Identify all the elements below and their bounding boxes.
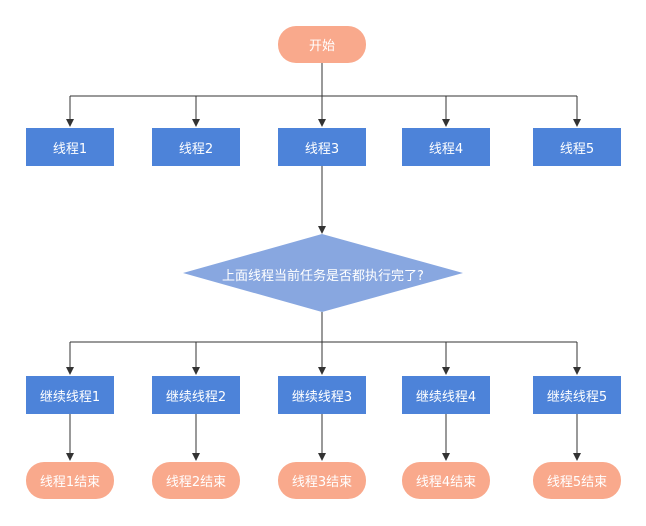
start-node[interactable]: 开始 — [278, 26, 366, 63]
decision-label: 上面线程当前任务是否都执行完了? — [222, 268, 424, 284]
thread-node-2[interactable]: 线程2 — [152, 128, 240, 166]
decision-diamond — [183, 234, 463, 312]
thread-node-4[interactable]: 线程4 — [402, 128, 490, 166]
end-node-label: 线程1结束 — [39, 475, 101, 490]
continue-node-label: 继续线程5 — [546, 389, 608, 405]
thread-node-label: 线程4 — [428, 141, 464, 157]
end-node-3[interactable]: 线程3结束 — [278, 462, 366, 499]
continue-node-4[interactable]: 继续线程4 — [402, 376, 490, 414]
continue-node-label: 继续线程4 — [415, 389, 477, 405]
thread-node-3[interactable]: 线程3 — [278, 128, 366, 166]
thread-node-label: 线程5 — [559, 141, 595, 157]
continue-node-2[interactable]: 继续线程2 — [152, 376, 240, 414]
continue-node-5[interactable]: 继续线程5 — [533, 376, 621, 414]
end-node-label: 线程5结束 — [546, 475, 608, 490]
continue-node-label: 继续线程1 — [39, 389, 101, 405]
thread-node-1[interactable]: 线程1 — [26, 128, 114, 166]
start-node-label: 开始 — [308, 39, 335, 54]
continue-node-label: 继续线程2 — [165, 389, 227, 405]
end-node-label: 线程3结束 — [291, 475, 353, 490]
end-node-4[interactable]: 线程4结束 — [402, 462, 490, 499]
end-node-1[interactable]: 线程1结束 — [26, 462, 114, 499]
end-node-label: 线程2结束 — [165, 475, 227, 490]
continue-node-1[interactable]: 继续线程1 — [26, 376, 114, 414]
end-node-2[interactable]: 线程2结束 — [152, 462, 240, 499]
continue-node-3[interactable]: 继续线程3 — [278, 376, 366, 414]
thread-node-5[interactable]: 线程5 — [533, 128, 621, 166]
end-node-5[interactable]: 线程5结束 — [533, 462, 621, 499]
end-node-label: 线程4结束 — [415, 475, 477, 490]
thread-node-label: 线程1 — [52, 141, 88, 157]
continue-node-label: 继续线程3 — [291, 389, 353, 405]
thread-node-label: 线程3 — [304, 141, 340, 157]
thread-node-label: 线程2 — [178, 141, 214, 157]
